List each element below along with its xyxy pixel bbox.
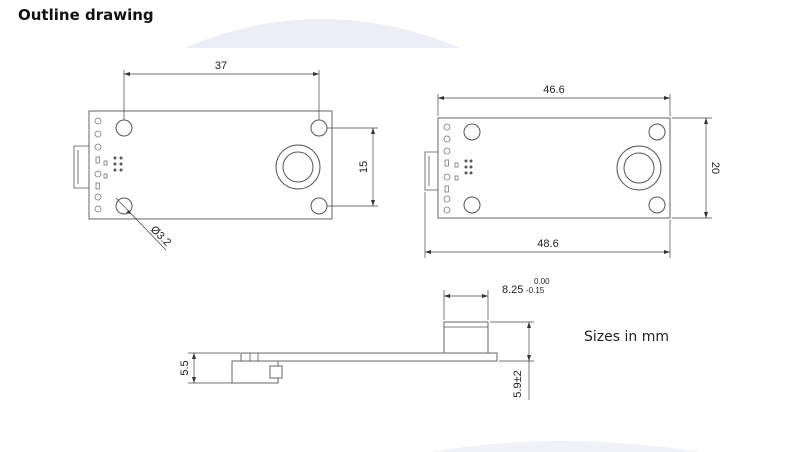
- pin: [94, 143, 102, 151]
- dim-sensor-tol-upper: 0.00: [534, 277, 550, 286]
- dim-hole-vertical: 15: [358, 161, 370, 173]
- dim-board-height: 20: [709, 162, 721, 174]
- pin: [94, 193, 102, 201]
- sensor-inner: [623, 152, 655, 184]
- pcb-side: [240, 352, 498, 362]
- units-note: Sizes in mm: [584, 329, 669, 345]
- dim-board-width-inner: 46.6: [543, 84, 564, 96]
- mounting-hole: [648, 123, 666, 141]
- connector-right: [424, 151, 438, 191]
- dim-sensor-tol-lower: -0.15: [526, 286, 545, 295]
- pin: [94, 170, 102, 178]
- sensor-inner: [282, 151, 314, 183]
- watermark-bottom: [430, 441, 700, 452]
- pin: [94, 205, 102, 213]
- pin-square: [95, 156, 100, 164]
- dim-hole-diameter: Ø3.2: [148, 224, 173, 249]
- page-title: Outline drawing: [18, 6, 154, 24]
- top-view-left: 37 15 Ø3.2: [73, 60, 378, 251]
- dim-hole-spacing: 37: [215, 60, 227, 72]
- pin-square: [95, 182, 100, 190]
- mounting-hole: [648, 196, 666, 214]
- pin: [94, 117, 102, 125]
- dim-board-width-outer: 48.6: [537, 238, 558, 250]
- mounting-hole: [463, 196, 481, 214]
- mounting-hole: [115, 119, 133, 137]
- mounting-hole: [463, 123, 481, 141]
- dim-sensor-width: 8.25: [502, 284, 523, 296]
- top-view-right: 46.6 20 48.6: [424, 84, 721, 258]
- connector-left: [73, 145, 89, 189]
- watermark-top: [185, 19, 460, 48]
- mounting-hole: [310, 197, 328, 215]
- dim-sensor-height: 5.9±2: [512, 370, 524, 397]
- dim-board-thickness: 5.5: [179, 360, 191, 375]
- mounting-hole: [310, 119, 328, 137]
- side-view: 8.25 0.00 -0.15 5.9±2 5.5: [179, 277, 550, 400]
- pin: [94, 130, 102, 138]
